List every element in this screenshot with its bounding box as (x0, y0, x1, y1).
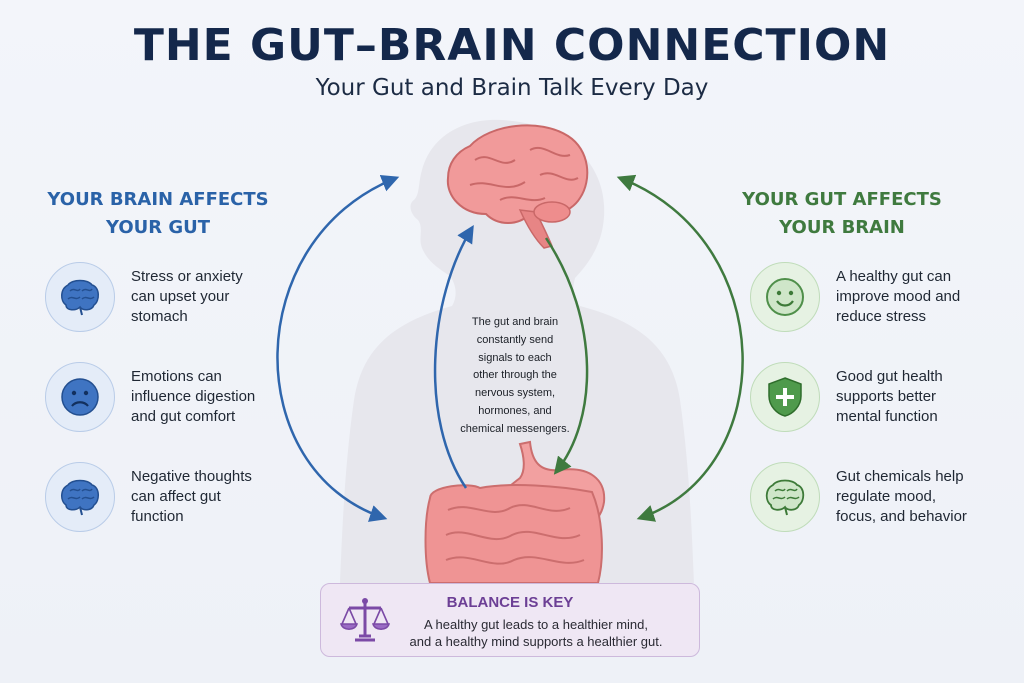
balance-title: BALANCE IS KEY (446, 594, 574, 611)
brain-illustration (446, 124, 589, 249)
balance-scale-icon (340, 598, 390, 642)
left-panel-heading: YOUR BRAIN AFFECTS YOUR GUT (47, 189, 269, 238)
left-item-text: Emotions can influence digestion and gut… (131, 368, 256, 425)
inner-arrow-down (544, 237, 589, 475)
outer-arrow-brain-to-gut (276, 175, 400, 522)
shield-plus-icon (750, 362, 820, 432)
right-item-mood: A healthy gut can improve mood and reduc… (750, 262, 986, 332)
page-subtitle: Your Gut and Brain Talk Every Day (315, 75, 709, 101)
left-item-stress: Stress or anxiety can upset your stomach (45, 262, 281, 332)
sad-face-icon (45, 362, 115, 432)
brain-icon (45, 462, 115, 532)
right-item-chemicals: Gut chemicals help regulate mood, focus,… (750, 462, 986, 532)
gut-illustration (424, 440, 606, 584)
center-explanation: The gut and brain constantly send signal… (460, 316, 570, 435)
inner-arrow-up (433, 225, 474, 489)
right-item-mental: Good gut health supports better mental f… (750, 362, 986, 432)
right-item-text: Gut chemicals help regulate mood, focus,… (836, 468, 967, 525)
right-item-text: Good gut health supports better mental f… (836, 368, 943, 425)
brain-icon (45, 262, 115, 332)
brain-icon (750, 462, 820, 532)
balance-box: BALANCE IS KEY A healthy gut leads to a … (320, 583, 700, 657)
left-item-text: Stress or anxiety can upset your stomach (131, 268, 243, 325)
balance-line-2: and a healthy mind supports a healthier … (409, 634, 663, 649)
outer-arrow-gut-to-brain (616, 174, 744, 522)
body-silhouette (340, 119, 694, 583)
right-item-text: A healthy gut can improve mood and reduc… (836, 268, 961, 325)
page-title: THE GUT–BRAIN CONNECTION (133, 20, 891, 71)
left-item-emotions: Emotions can influence digestion and gut… (45, 362, 281, 432)
left-item-text: Negative thoughts can affect gut functio… (131, 468, 252, 525)
smiley-face-icon (750, 262, 820, 332)
balance-line-1: A healthy gut leads to a healthier mind, (423, 617, 649, 632)
left-item-thoughts: Negative thoughts can affect gut functio… (45, 462, 281, 532)
right-panel-heading: YOUR GUT AFFECTS YOUR BRAIN (742, 189, 942, 238)
